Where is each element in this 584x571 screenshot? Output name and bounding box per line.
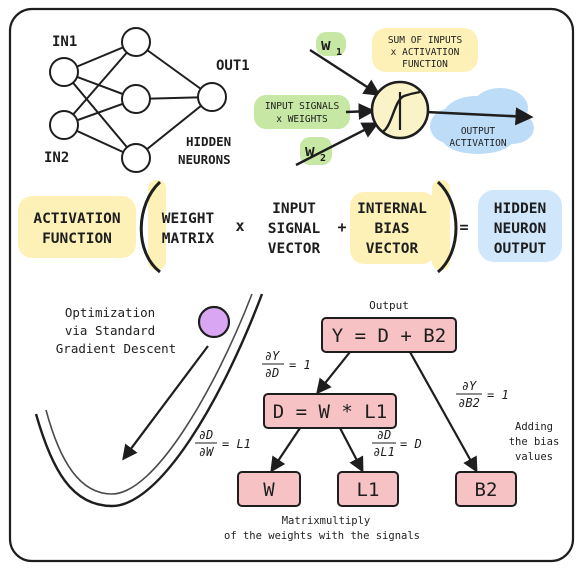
label-out1: OUT1 [216,58,250,74]
dd-dw-den: ∂W [199,445,215,459]
eq-bias-3: VECTOR [366,241,419,257]
perceptron [254,28,534,167]
output-neuron [197,82,227,112]
output-activation-label-2: ACTIVATION [449,138,506,149]
input-signals-label-1: INPUT SIGNALS [265,101,340,112]
node-d-label: D = W * L1 [273,401,387,423]
w1-letter: w [321,35,331,54]
bias-note-1: Adding [515,421,553,433]
dd-dl1-num: ∂D [377,428,391,442]
dd-dw-num: ∂D [199,428,213,442]
input-neuron-2 [49,110,79,140]
neural-network [49,27,227,173]
matmul-note-2: of the weights with the signals [224,530,420,542]
eq-equals: = [459,218,468,236]
sum-label-3: FUNCTION [402,59,448,70]
eq-bias-1: INTERNAL [357,201,427,217]
node-l1-label: L1 [357,479,380,501]
hidden-neuron-2 [121,84,151,114]
eq-input-2: SIGNAL [268,221,321,237]
node-b2 [455,471,517,507]
label-in2: IN2 [44,150,69,166]
bias-note-2: the bias [509,436,560,448]
w1-subscript: 1 [336,47,342,58]
hidden-neuron-3 [121,143,151,173]
output-cloud [430,88,534,154]
eq-times: x [235,217,244,235]
partials: ∂Y ∂D = 1 ∂Y ∂B2 = 1 ∂D ∂W = L1 ∂D ∂L1 =… [195,349,509,459]
dd-dl1-value: = D [400,437,422,451]
gradient-descent [34,293,264,508]
sum-label-1: SUM OF INPUTS [388,35,463,46]
eq-hidden-2: NEURON [494,221,546,237]
bias-note-3: values [515,451,553,463]
node-b2-label: B2 [475,479,498,501]
eq-input-1: INPUT [272,201,316,217]
w1-highlight [316,32,346,56]
open-paren [139,180,162,274]
dy-dd-num: ∂Y [265,349,280,363]
dy-db2-num: ∂Y [462,379,477,393]
input-signals-label-2: x WEIGHTS [276,114,328,125]
loss-curve [34,293,264,508]
input-signals-highlight [254,95,350,129]
eq-weight-1: WEIGHT [162,211,215,227]
opt-label-1: Optimization [65,305,155,320]
opt-label-2: via Standard [65,323,155,338]
node-l1 [337,471,399,507]
node-y-label: Y = D + B2 [332,325,446,347]
sum-label-2: x ACTIVATION [391,47,460,58]
matmul-note-1: Matrixmultiply [282,515,371,527]
label-hidden-2: NEURONS [178,152,231,167]
label-in1: IN1 [52,34,77,50]
dy-dd-value: = 1 [289,358,311,372]
node-w [237,471,301,507]
hidden-output-highlight [478,190,562,262]
dd-dl1-den: ∂L1 [373,445,395,459]
input-neuron-1 [49,57,79,87]
node-w-label: W [263,479,275,501]
dd-dw-value: = L1 [222,437,251,451]
dy-db2-value: = 1 [487,388,509,402]
activation-highlight [18,196,136,258]
opt-label-3: Gradient Descent [56,341,176,356]
gradient-ball [197,305,231,339]
eq-weight-2: MATRIX [162,231,215,247]
descent-arrow [122,345,209,461]
label-hidden-1: HIDDEN [186,134,231,149]
w2-subscript: 2 [320,153,326,164]
sigmoid-curve [381,90,421,134]
eq-plus: + [337,218,346,236]
eq-activation-1: ACTIVATION [33,211,120,227]
close-paren [436,180,458,274]
hidden-neuron-1 [121,27,151,57]
dy-dd-den: ∂D [265,366,279,380]
eq-hidden-1: HIDDEN [494,201,546,217]
output-label: Output [369,299,409,312]
eq-bias-2: BIAS [375,221,410,237]
sum-highlight [372,28,478,72]
node-d [263,393,397,429]
eq-input-3: VECTOR [268,241,321,257]
dy-db2-den: ∂B2 [458,396,480,410]
w2-letter: w [305,141,315,160]
node-y [321,317,457,353]
equation-row [18,180,562,274]
computation-graph [237,317,517,507]
eq-activation-2: FUNCTION [42,231,112,247]
eq-hidden-3: OUTPUT [494,241,547,257]
bias-highlight [350,192,436,264]
output-activation-label-1: OUTPUT [461,126,496,137]
